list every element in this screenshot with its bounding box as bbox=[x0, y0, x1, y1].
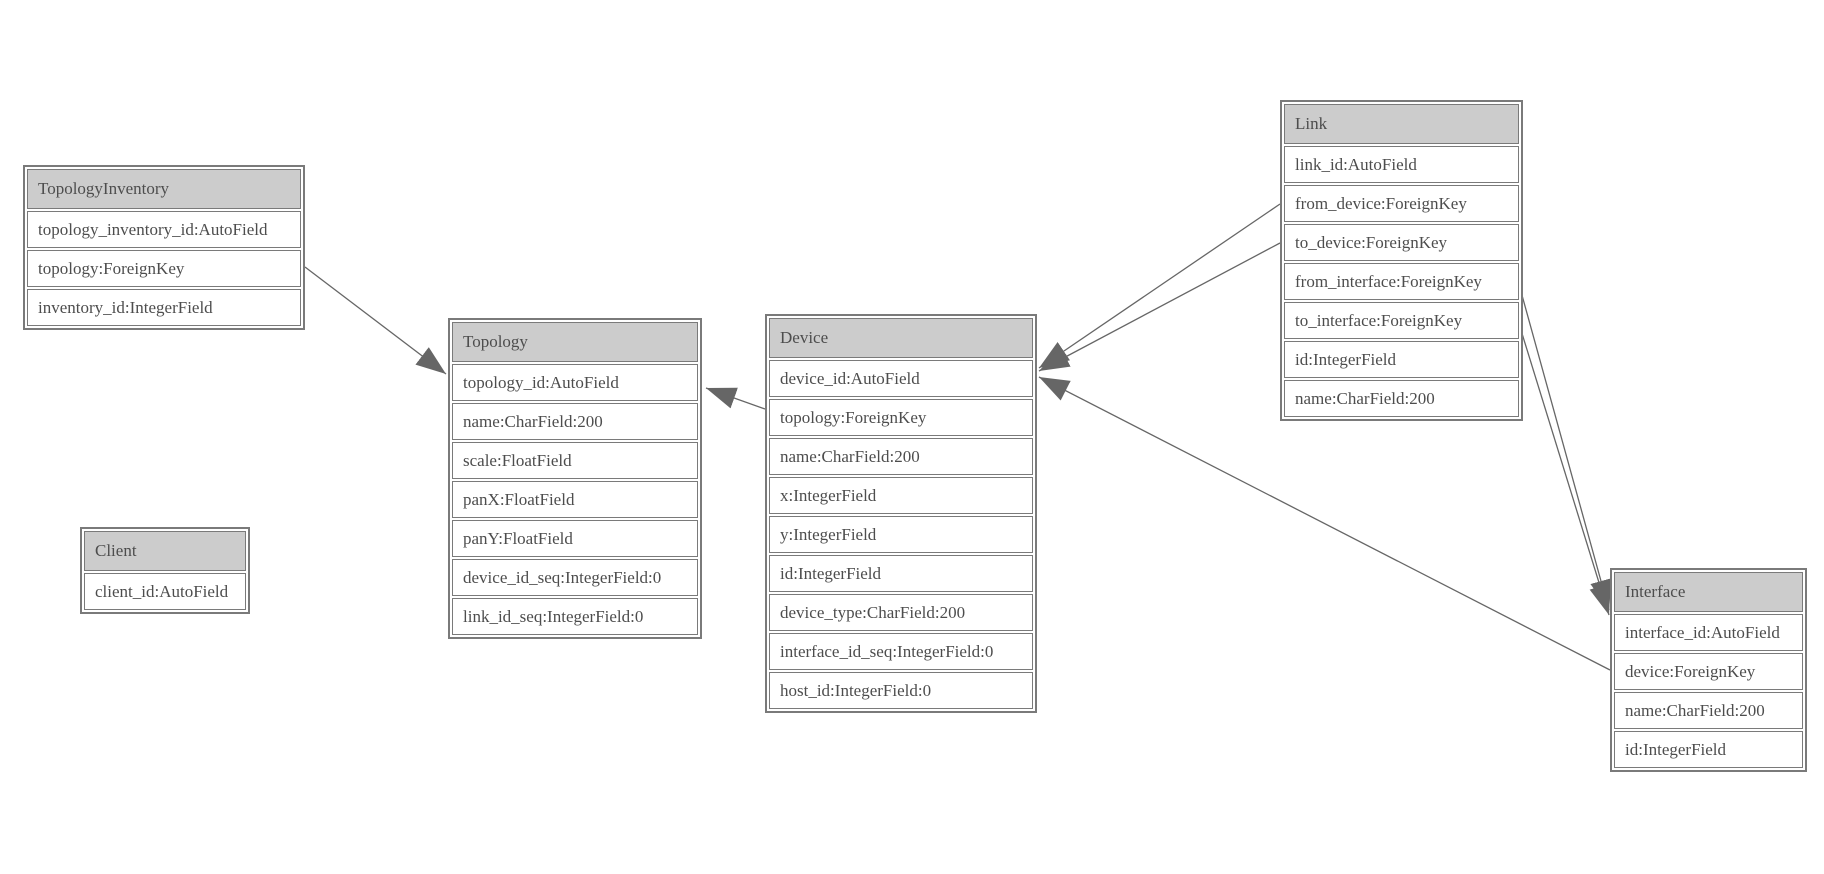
edge-link-from_device-device bbox=[1038, 203, 1281, 369]
entity-field-row: name:CharField:200 bbox=[1284, 380, 1519, 417]
entity-field-row: device:ForeignKey bbox=[1614, 653, 1803, 690]
entity-field-row: link_id_seq:IntegerField:0 bbox=[452, 598, 698, 635]
entity-field-row: name:CharField:200 bbox=[769, 438, 1033, 475]
entity-field-row: interface_id:AutoField bbox=[1614, 614, 1803, 651]
edge-interface-device bbox=[1038, 376, 1611, 671]
entity-field-row: interface_id_seq:IntegerField:0 bbox=[769, 633, 1033, 670]
entity-field-row: device_type:CharField:200 bbox=[769, 594, 1033, 631]
entity-field-row: name:CharField:200 bbox=[1614, 692, 1803, 729]
edge-topologyinventory-topology bbox=[304, 266, 447, 375]
entity-field-row: to_device:ForeignKey bbox=[1284, 224, 1519, 261]
entity-field-row: id:IntegerField bbox=[769, 555, 1033, 592]
entity-field-row: x:IntegerField bbox=[769, 477, 1033, 514]
entity-field-row: from_device:ForeignKey bbox=[1284, 185, 1519, 222]
entity-title-topology: Topology bbox=[452, 322, 698, 362]
entity-title-topology-inventory: TopologyInventory bbox=[27, 169, 301, 209]
entity-field-row: topology_inventory_id:AutoField bbox=[27, 211, 301, 248]
entity-field-row: panX:FloatField bbox=[452, 481, 698, 518]
entity-title-link: Link bbox=[1284, 104, 1519, 144]
edge-link-to_device-device bbox=[1038, 242, 1281, 372]
entity-field-row: id:IntegerField bbox=[1284, 341, 1519, 378]
edge-link-from_interface-interface bbox=[1519, 287, 1612, 611]
entity-field-row: panY:FloatField bbox=[452, 520, 698, 557]
entity-title-device: Device bbox=[769, 318, 1033, 358]
entity-field-row: device_id_seq:IntegerField:0 bbox=[452, 559, 698, 596]
entity-field-row: id:IntegerField bbox=[1614, 731, 1803, 768]
entity-title-interface: Interface bbox=[1614, 572, 1803, 612]
entity-field-row: topology:ForeignKey bbox=[27, 250, 301, 287]
entity-field-row: from_interface:ForeignKey bbox=[1284, 263, 1519, 300]
edge-link-to_interface-interface bbox=[1519, 326, 1611, 616]
entity-field-row: to_interface:ForeignKey bbox=[1284, 302, 1519, 339]
entity-field-row: y:IntegerField bbox=[769, 516, 1033, 553]
entity-field-row: device_id:AutoField bbox=[769, 360, 1033, 397]
entity-field-row: inventory_id:IntegerField bbox=[27, 289, 301, 326]
entity-field-row: scale:FloatField bbox=[452, 442, 698, 479]
edge-device-topology bbox=[705, 387, 766, 410]
entity-title-client: Client bbox=[84, 531, 246, 571]
entity-field-row: topology_id:AutoField bbox=[452, 364, 698, 401]
entity-field-row: host_id:IntegerField:0 bbox=[769, 672, 1033, 709]
entity-field-row: client_id:AutoField bbox=[84, 573, 246, 610]
entity-field-row: topology:ForeignKey bbox=[769, 399, 1033, 436]
entity-field-row: name:CharField:200 bbox=[452, 403, 698, 440]
entity-field-row: link_id:AutoField bbox=[1284, 146, 1519, 183]
